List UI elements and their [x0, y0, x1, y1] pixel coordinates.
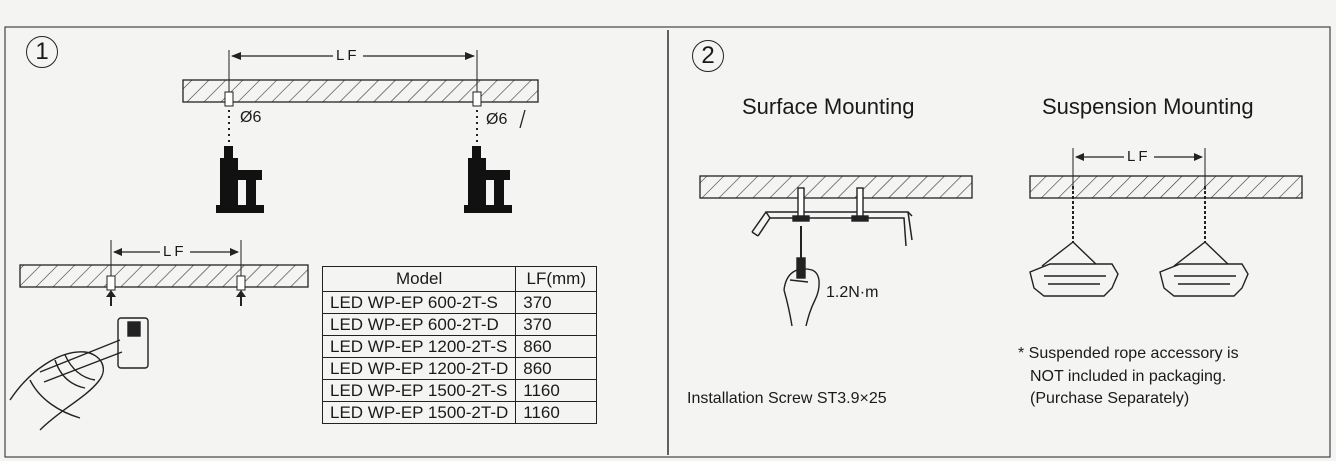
suspension-ropes — [1041, 186, 1231, 267]
drill-icon — [216, 146, 264, 213]
ceiling-slab-top — [182, 79, 539, 103]
drill-holes — [224, 91, 526, 150]
table-cell-model: LED WP-EP 1500-2T-D — [321, 401, 517, 424]
hammer-hand-icon — [9, 317, 149, 431]
lf-dimension-label-bottom: LF — [160, 244, 190, 259]
table-cell-model: LED WP-EP 600-2T-D — [321, 313, 517, 336]
wall-plugs — [106, 275, 246, 306]
table-cell-lf: 860 — [515, 357, 598, 380]
suspension-note-line-2: NOT included in packaging. — [1030, 368, 1227, 385]
ceiling-slab-bottom — [19, 264, 309, 288]
mounting-bracket — [751, 211, 913, 247]
luminaire-icon — [1029, 263, 1249, 297]
table-cell-model: LED WP-EP 1500-2T-S — [321, 379, 517, 402]
torque-label: 1.2N·m — [826, 284, 879, 301]
table-cell-lf: 370 — [515, 291, 598, 314]
table-header-model: Model — [321, 266, 517, 292]
lf-dimension-label-top: LF — [333, 48, 363, 63]
table-header-lf: LF(mm) — [515, 266, 598, 292]
screwdriver-hand-icon — [783, 226, 820, 327]
table-cell-lf: 1160 — [515, 379, 598, 402]
ceiling-slab-surface — [699, 175, 973, 199]
lf-dimension-label-suspension: LF — [1124, 149, 1154, 164]
step-number-2: 2 — [692, 40, 724, 72]
suspension-note-line-3: (Purchase Separately) — [1030, 390, 1190, 407]
table-cell-model: LED WP-EP 1200-2T-D — [321, 357, 517, 380]
table-cell-lf: 370 — [515, 313, 598, 336]
table-cell-lf: 1160 — [515, 401, 598, 424]
drill-icon — [464, 146, 512, 213]
hole-diameter-label-left: Ø6 — [240, 109, 262, 126]
hole-diameter-label-right: Ø6 — [486, 111, 508, 128]
table-cell-lf: 860 — [515, 335, 598, 358]
ceiling-slab-suspension — [1029, 175, 1303, 199]
surface-mounting-title: Surface Mounting — [742, 94, 915, 119]
table-cell-model: LED WP-EP 600-2T-S — [321, 291, 517, 314]
panel-frame — [4, 26, 1331, 458]
suspension-note-line-1: * Suspended rope accessory is — [1018, 345, 1239, 362]
suspension-mounting-title: Suspension Mounting — [1042, 94, 1254, 119]
screws — [792, 187, 869, 222]
table-header-row: Model LF(mm) — [321, 266, 598, 292]
step-number-1: 1 — [26, 36, 58, 68]
installation-screw-note: Installation Screw ST3.9×25 — [687, 390, 887, 407]
table-cell-model: LED WP-EP 1200-2T-S — [321, 335, 517, 358]
